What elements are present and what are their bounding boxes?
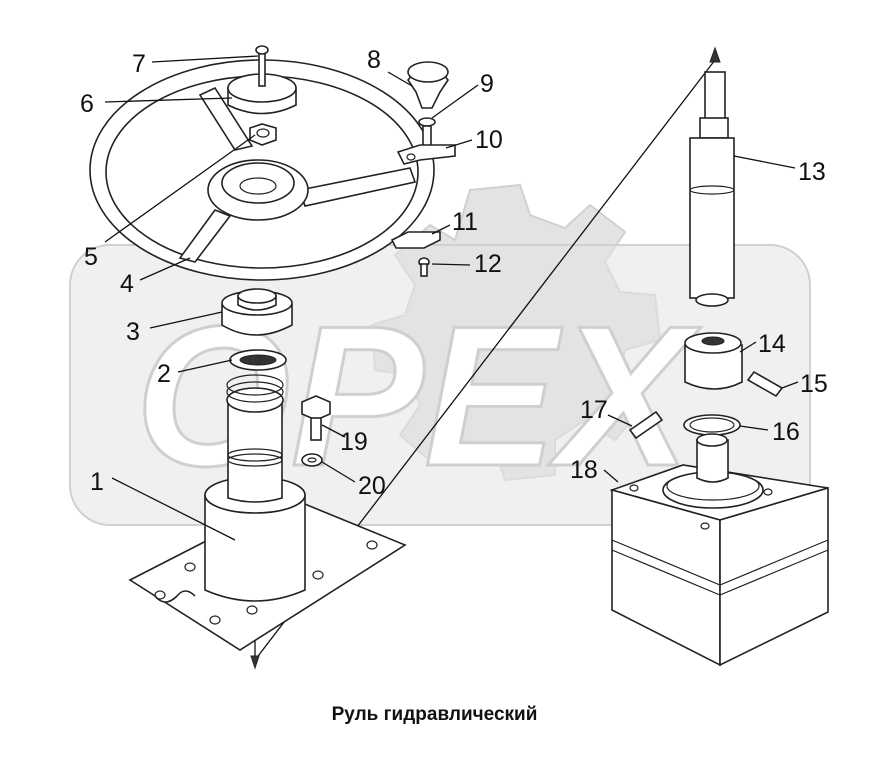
knob-8	[407, 61, 449, 109]
coupling-14	[684, 332, 743, 390]
callout-1: 1	[90, 468, 104, 496]
pin-17	[628, 410, 664, 440]
screw-12	[418, 257, 430, 277]
bearing-2	[229, 349, 287, 371]
leader-lines	[104, 55, 799, 541]
callout-4: 4	[120, 270, 134, 298]
bracket-10	[396, 144, 456, 165]
figure-caption: Руль гидравлический	[331, 704, 538, 725]
shaft-13	[689, 71, 735, 307]
bolt-19	[301, 395, 331, 441]
callout-5: 5	[84, 243, 98, 271]
watermark-text: ОРЕХ	[135, 285, 701, 508]
column-housing-1	[204, 374, 306, 602]
cap-6	[227, 73, 297, 115]
callout-3: 3	[126, 318, 140, 346]
clip-11	[390, 231, 441, 249]
washer-9	[418, 117, 436, 147]
callout-7: 7	[132, 50, 146, 78]
callout-12: 12	[474, 250, 502, 278]
callout-20: 20	[358, 472, 386, 500]
callout-8: 8	[367, 46, 381, 74]
callout-16: 16	[772, 418, 800, 446]
ring-16	[683, 414, 741, 436]
callout-11: 11	[452, 208, 478, 236]
callout-18: 18	[570, 456, 598, 484]
callout-6: 6	[80, 90, 94, 118]
callout-13: 13	[798, 158, 826, 186]
callout-17: 17	[580, 396, 608, 424]
callout-2: 2	[157, 360, 171, 388]
callout-9: 9	[480, 70, 494, 98]
callout-19: 19	[340, 428, 368, 456]
screw-7	[255, 45, 269, 87]
steering-wheel	[89, 59, 435, 281]
callout-14: 14	[758, 330, 786, 358]
callout-15: 15	[800, 370, 828, 398]
pump-18	[609, 433, 829, 667]
callout-10: 10	[475, 126, 503, 154]
callouts: 1 2 3 4 5 6 7 8 9 10 11 12 13 14 15 16 1…	[80, 46, 828, 500]
washer-20	[301, 453, 323, 467]
nut-5	[249, 123, 277, 146]
nut-3	[221, 288, 293, 336]
